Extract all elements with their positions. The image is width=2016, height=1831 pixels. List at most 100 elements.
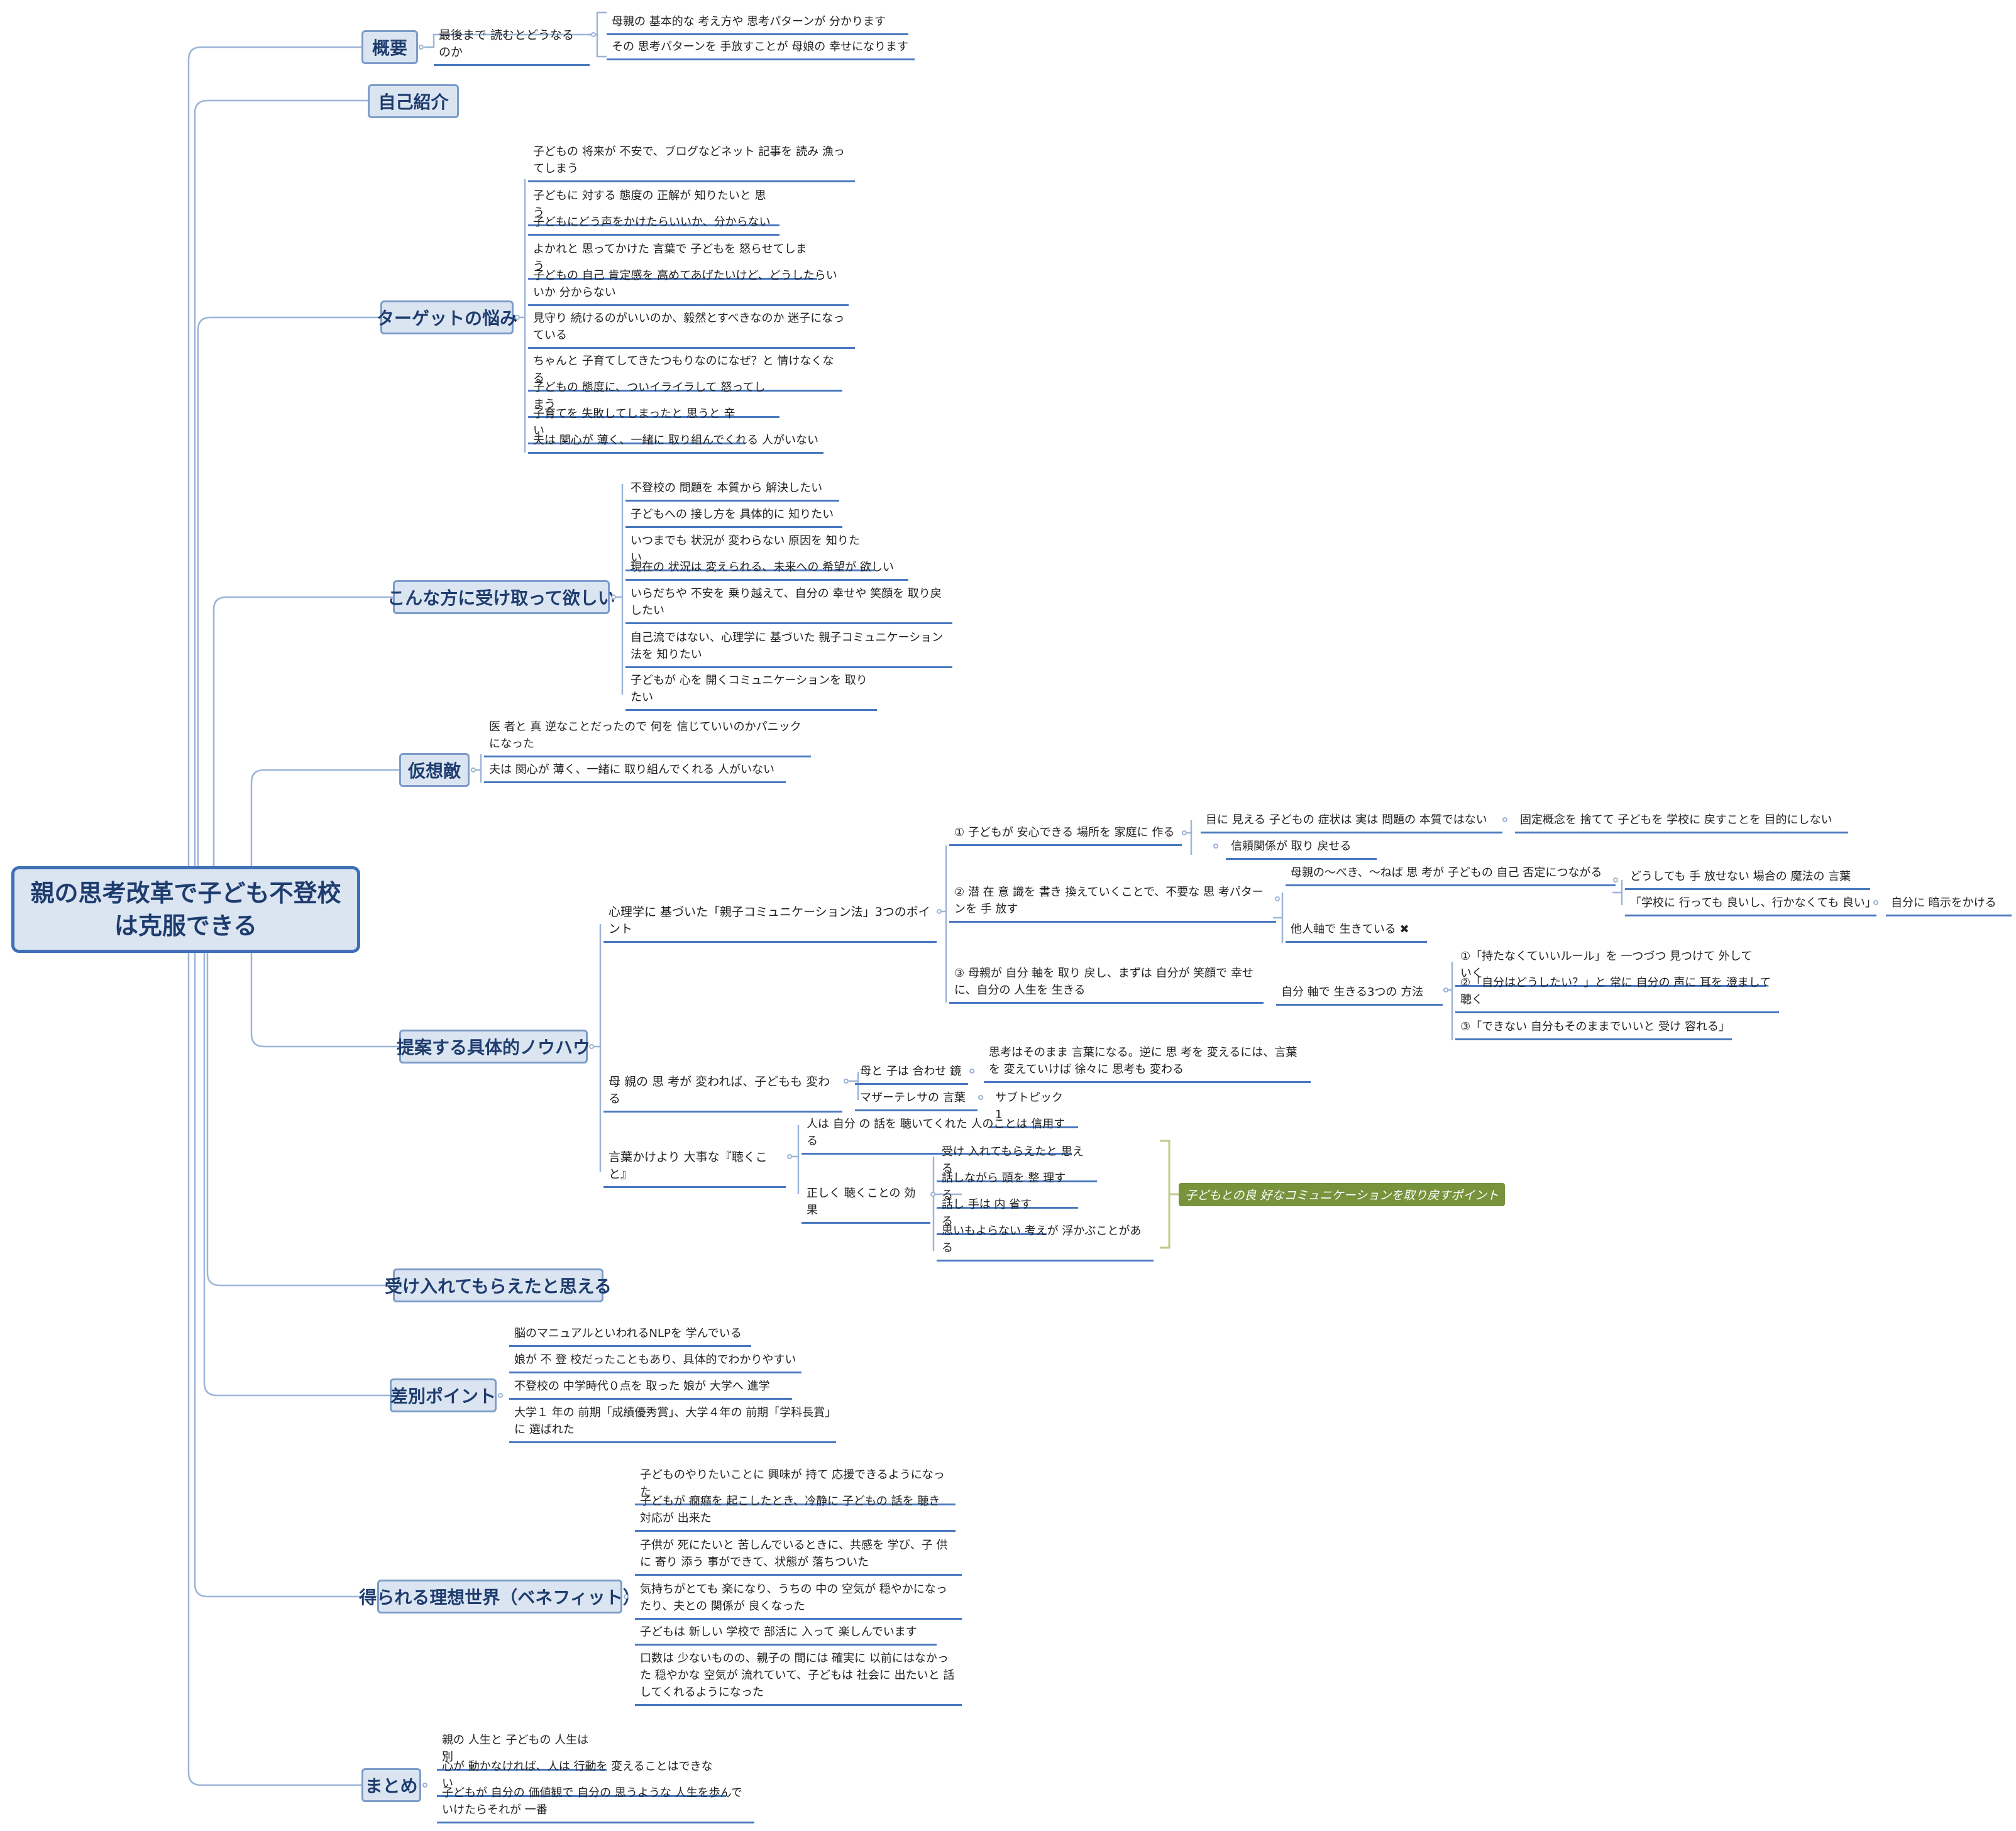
point-2-detail[interactable]: 母親の〜べき、〜ねば 思 考が 子どもの 自己 否定につながる — [1286, 862, 1616, 886]
target-item[interactable]: 子どもの 自己 肯定感を 高めてあげたいけど、どうしたらいいか 分からない — [528, 265, 849, 306]
diff-item[interactable]: 大学１ 年の 前期「成績優秀賞」、大学４年の 前期「学科長賞」に 選ばれた — [509, 1402, 836, 1443]
collapse-dot[interactable] — [515, 315, 520, 320]
point-1-trust[interactable]: 信頼関係が 取り 戻せる — [1226, 836, 1377, 860]
collapse-dot[interactable] — [1182, 830, 1187, 835]
change-mirror-detail[interactable]: 思考はそのまま 言葉になる。逆に 思 考を 変えるには、言葉を 変えていけば 徐… — [984, 1042, 1311, 1083]
benefit-item[interactable]: 子どもは 新しい 学校で 部活に 入って 楽しんでいます — [635, 1622, 937, 1646]
audience-item[interactable]: 子どもへの 接し方を 具体的に 知りたい — [625, 504, 842, 528]
change-subtopic[interactable]: サブトピック 1 — [990, 1087, 1078, 1128]
point-1-detail-sub[interactable]: 固定概念を 捨てて 子どもを 学校に 戻すことを 目的にしない — [1515, 810, 1848, 833]
listen-effect-item[interactable]: 話し 手は 内 省する — [937, 1194, 1047, 1235]
point-2-other-axis[interactable]: 他人軸で 生きている ✖ — [1286, 919, 1427, 943]
topic-accepted[interactable]: 受け入れてもらえたと思える — [385, 1268, 612, 1302]
point-3[interactable]: ③ 母親が 自分 軸を 取り 戻し、まずは 自分が 笑顔で 幸せに、自分の 人生… — [949, 963, 1264, 1004]
collapse-dot[interactable] — [787, 1154, 792, 1159]
overview-sub[interactable]: 最後まで 読むとどうなるのか — [434, 25, 590, 66]
collapse-dot[interactable] — [1613, 877, 1618, 883]
collapse-dot[interactable] — [930, 1192, 935, 1197]
diff-item[interactable]: 娘が 不 登 校だったこともあり、具体的でわかりやすい — [509, 1350, 801, 1373]
point-1[interactable]: ① 子どもが 安心できる 場所を 家庭に 作る — [949, 822, 1182, 846]
collapse-dot[interactable] — [844, 1079, 849, 1084]
listen-effect-item[interactable]: 思いもよらない 考えが 浮かぶことがある — [937, 1221, 1154, 1262]
collapse-dot[interactable] — [624, 1594, 629, 1599]
topic-benefit[interactable]: 得られる理想世界（ベネフィット） — [359, 1580, 641, 1614]
callout-communication[interactable]: 子どもとの良 好なコミュニケーションを取り戻すポイント — [1179, 1183, 1506, 1206]
topic-differentiation[interactable]: 差別ポイント — [390, 1378, 497, 1412]
topic-virtual-enemy[interactable]: 仮想敵 — [399, 753, 470, 787]
benefit-item[interactable]: 子どもが 癇癪を 起こしたとき、冷静に 子どもの 話を 聴き 対応が 出来た — [635, 1491, 956, 1532]
listen-trust[interactable]: 人は 自分 の 話を 聴いてくれた 人のことは 信用する — [801, 1114, 1072, 1155]
point-3-methods[interactable]: 自分 軸で 生きる3つの 方法 — [1276, 982, 1443, 1006]
central-topic[interactable]: 親の思考改革で子ども不登校は克服できる — [11, 866, 360, 953]
point-3-method[interactable]: ③「できない 自分もそのままでいいと 受け 容れる」 — [1455, 1016, 1732, 1040]
collapse-dot[interactable] — [591, 32, 596, 37]
collapse-dot[interactable] — [419, 45, 424, 50]
benefit-item[interactable]: 気持ちがとても 楽になり、うちの 中の 空気が 穏やかになったり、夫との 関係が… — [635, 1579, 962, 1620]
target-item[interactable]: ちゃんと 子育てしてきたつもりなのになぜ？と 情けなくなる — [528, 351, 842, 392]
topic-self-intro[interactable]: 自己紹介 — [368, 84, 459, 118]
connector — [206, 949, 393, 1287]
collapse-dot[interactable] — [978, 1095, 983, 1100]
knowhow-points[interactable]: 心理学に 基づいた「親子コミュニケーション法」3つのポイント — [603, 902, 937, 943]
listen-effect-item[interactable]: 話しながら 頭を 整 理する — [937, 1168, 1078, 1209]
collapse-dot[interactable] — [937, 909, 942, 914]
target-item[interactable]: 子どもの 態度に、ついイライラして 怒ってしまう — [528, 377, 779, 418]
change-mirror[interactable]: 母と 子は 合わせ 鏡 — [855, 1061, 968, 1085]
audience-item[interactable]: 不登校の 問題を 本質から 解決したい — [625, 478, 839, 502]
collapse-dot[interactable] — [1502, 817, 1507, 822]
summary-item[interactable]: 心が 動かなければ、人は 行動を 変えることはできない — [437, 1756, 726, 1797]
audience-item[interactable]: いつまでも 状況が 変わらない 原因を 知りたい — [625, 531, 874, 571]
topic-knowhow[interactable]: 提案する具体的ノウハウ — [397, 1030, 590, 1064]
point-2-phrase[interactable]: 「学校に 行っても 良いし、行かなくても 良い」 — [1625, 893, 1876, 916]
collapse-dot[interactable] — [1443, 987, 1448, 992]
audience-item[interactable]: 自己流ではない、心理学に 基づいた 親子コミュニケーション法を 知りたい — [625, 627, 952, 668]
collapse-dot[interactable] — [589, 1044, 594, 1049]
collapse-dot[interactable] — [1873, 900, 1878, 905]
target-item[interactable]: 子どもの 将来が 不安で、ブログなどネット 記事を 読み 漁ってしまう — [528, 141, 855, 182]
topic-target-worries[interactable]: ターゲットの悩み — [377, 300, 517, 334]
topic-summary[interactable]: まとめ — [361, 1768, 421, 1802]
topic-target-audience[interactable]: こんな方に受け取って欲しい — [387, 580, 615, 614]
point-2[interactable]: ② 潜 在 意 識を 書き 換えていくことで、不要な 思 考パターンを 手 放す — [949, 882, 1276, 923]
knowhow-listening[interactable]: 言葉かけより 大事な『聴くこと』 — [603, 1147, 786, 1188]
target-item[interactable]: 子どもに 対する 態度の 正解が 知りたいと 思う — [528, 185, 779, 226]
enemy-item[interactable]: 夫は 関心が 薄く、一緒に 取り組んでくれる 人がいない — [484, 759, 786, 783]
listen-effect[interactable]: 正しく 聴くことの 効果 — [801, 1183, 930, 1224]
benefit-item[interactable]: 子どものやりたいことに 興味が 持て 応援できるようになった — [635, 1465, 956, 1505]
target-item[interactable]: よかれと 思ってかけた 言葉で 子どもを 怒らせてしまう — [528, 239, 817, 280]
listen-effect-item[interactable]: 受け 入れてもらえたと 思える — [937, 1141, 1097, 1182]
benefit-item[interactable]: 子供が 死にたいと 苦しんでいるときに、共感を 学び、子 供に 寄り 添う 事が… — [635, 1535, 962, 1576]
collapse-dot[interactable] — [498, 1393, 503, 1398]
point-3-method[interactable]: ②「自分はどうしたい？」と 常に 自分の 声に 耳を 澄まして 聴く — [1455, 972, 1779, 1013]
collapse-dot[interactable] — [969, 1069, 974, 1074]
benefit-item[interactable]: 口数は 少ないものの、親子の 間には 確実に 以前にはなかった 穏やかな 空気が… — [635, 1648, 962, 1706]
target-item[interactable]: 見守り 続けるのがいいのか、毅然とすべきなのか 迷子になっている — [528, 308, 855, 349]
collapse-dot[interactable] — [611, 595, 616, 600]
collapse-dot[interactable] — [422, 1783, 427, 1788]
target-item[interactable]: 夫は 関心が 薄く、一緒に 取り組んでくれる 人がいない — [528, 430, 823, 454]
enemy-item[interactable]: 医 者と 真 逆なことだったので 何を 信じていいのかパニックになった — [484, 717, 811, 757]
audience-item[interactable]: 現在の 状況は 変えられる、未来への 希望が 欲しい — [625, 557, 908, 581]
connector — [1182, 820, 1193, 855]
overview-item[interactable]: 母親の 基本的な 考え方や 思考パターンが 分かります — [607, 11, 908, 35]
topic-overview[interactable]: 概要 — [361, 30, 418, 64]
target-item[interactable]: 子どもにどう声をかけたらいいか、分からない — [528, 212, 779, 236]
point-2-magic[interactable]: どうしても 手 放せない 場合の 魔法の 言葉 — [1625, 866, 1870, 890]
diff-item[interactable]: 不登校の 中学時代０点を 取った 娘が 大学へ 進学 — [509, 1376, 792, 1400]
summary-item[interactable]: 子どもが 自分の 価値観で 自分の 思うような 人生を歩んでいけたらそれが 一番 — [437, 1783, 754, 1823]
point-1-detail[interactable]: 目に 見える 子どもの 症状は 実は 問題の 本質ではない — [1201, 810, 1502, 833]
change-teresa[interactable]: マザーテレサの 言葉 — [855, 1087, 978, 1111]
collapse-dot[interactable] — [471, 767, 476, 773]
diff-item[interactable]: 脳のマニュアルといわれるNLPを 学んでいる — [509, 1323, 751, 1347]
audience-item[interactable]: いらだちや 不安を 乗り越えて、自分の 幸せや 笑顔を 取り戻したい — [625, 583, 952, 624]
overview-item[interactable]: その 思考パターンを 手放すことが 母娘の 幸せになります — [607, 36, 915, 60]
connector — [789, 1125, 800, 1194]
target-item[interactable]: 子育てを 失敗してしまったと 思うと 辛い — [528, 404, 745, 444]
collapse-dot[interactable] — [1275, 896, 1280, 901]
point-2-suggest[interactable]: 自分に 暗示をかける — [1886, 893, 2012, 916]
audience-item[interactable]: 子どもが 心を 開くコミュニケーションを 取りたい — [625, 670, 877, 711]
knowhow-change[interactable]: 母 親の 思 考が 変われば、子どもも 変わる — [603, 1072, 842, 1113]
collapse-dot[interactable] — [1213, 844, 1218, 849]
summary-item[interactable]: 親の 人生と 子どもの 人生は 別 — [437, 1730, 607, 1771]
point-3-method[interactable]: ①「持たなくていいルール」を 一つづつ 見つけて 外していく — [1455, 946, 1766, 987]
